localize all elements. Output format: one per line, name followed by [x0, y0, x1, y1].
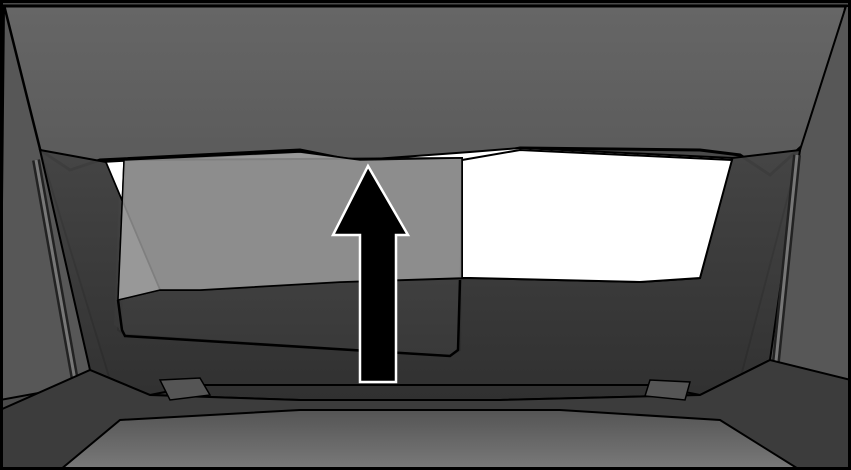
hatch-lid — [4, 6, 846, 175]
window-right-pane — [462, 150, 732, 282]
panel-in-window — [118, 152, 462, 300]
right-hinge — [645, 380, 690, 400]
cargo-floor — [60, 410, 800, 470]
